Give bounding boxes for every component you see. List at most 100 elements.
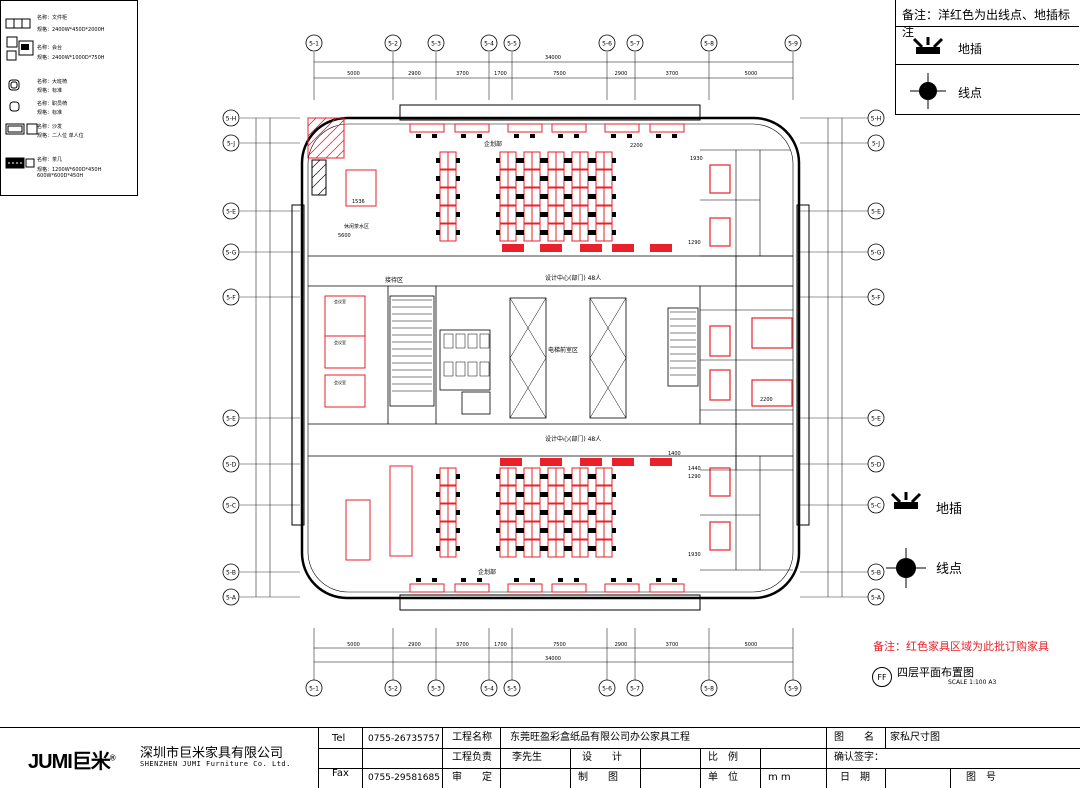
row-bubble-8-left: 5-B: [222, 563, 240, 581]
dim-top-3-b: 1700: [494, 642, 507, 648]
project-name-label: 工程名称: [452, 732, 492, 743]
sofa-icon: [5, 121, 39, 135]
grid-label: 5-6: [602, 686, 612, 693]
grid-label: 5-5: [507, 41, 517, 48]
room-label-meeting-1: 会议室: [334, 298, 346, 304]
grid-bubble-5-6-top: 5-6: [598, 34, 616, 52]
grid-label: 5-6: [602, 41, 612, 48]
grid-label: 5-5: [507, 686, 517, 693]
row-label: 5-C: [871, 503, 881, 510]
room-label-reception: 接待区: [385, 276, 403, 284]
hatched-area: [307, 117, 345, 196]
dim-total: 34000: [545, 55, 561, 61]
window-desks: [409, 123, 685, 593]
grid-bubble-5-1-top: 5-1: [305, 34, 323, 52]
design-label: 设 计: [582, 752, 622, 763]
row-bubble-7-right: 5-C: [867, 496, 885, 514]
note-row-floor-socket: 地插: [896, 26, 1079, 65]
grid-bubble-5-8-top: 5-8: [700, 34, 718, 52]
cable-point-label: 线点: [958, 86, 983, 100]
row-bubble-2-right: 5-E: [867, 202, 885, 220]
dim-top-2-b: 3700: [456, 642, 469, 648]
row-label: 5-E: [871, 209, 881, 216]
dim-top-5-b: 2900: [615, 642, 628, 648]
company-name-en: SHENZHEN JUMI Furniture Co. Ltd.: [140, 760, 291, 768]
dim-top-4: 7500: [553, 71, 566, 77]
workstation-group-bottom-1: [436, 467, 460, 558]
workstation-group-top-2: [496, 151, 616, 242]
dim-inner-1: 2200: [630, 143, 643, 149]
note-title: 备注：洋红色为出线点、地插标注: [902, 8, 1071, 39]
confirm-label: 确认签字：: [834, 752, 884, 763]
room-label-planning-bottom: 企划部: [478, 568, 496, 576]
grid-bubble-5-9-top: 5-9: [784, 34, 802, 52]
grid-bubble-5-8-bottom: 5-8: [700, 679, 718, 697]
row-bubble-8-right: 5-B: [867, 563, 885, 581]
dim-inner-9: 5600: [338, 233, 351, 239]
row-label: 5-B: [226, 570, 236, 577]
grid-bubble-5-7-top: 5-7: [626, 34, 644, 52]
red-storage-blocks: [500, 244, 672, 466]
plan-scale: SCALE 1:100 A3: [948, 679, 997, 686]
grid-bubble-5-6-bottom: 5-6: [598, 679, 616, 697]
legend-spec-1: 规格：2400W*450D*2000H: [37, 27, 105, 33]
grid-label: 5-7: [630, 41, 640, 48]
row-label: 5-H: [226, 116, 237, 123]
legend-spec-3: 规格：标准: [37, 88, 63, 94]
row-bubble-6-left: 5-D: [222, 455, 240, 473]
row-label: 5-D: [226, 462, 237, 469]
row-bubble-3-left: 5-G: [222, 243, 240, 261]
row-label: 5-G: [871, 250, 882, 257]
drawing-name-value: 家私尺寸图: [890, 732, 940, 743]
dim-top-2: 3700: [456, 71, 469, 77]
row-label: 5-B: [871, 570, 881, 577]
drawing-name-label: 图 名: [834, 732, 874, 743]
unit-label: 单 位: [708, 772, 738, 783]
building-outline: [291, 104, 810, 611]
dim-top-6: 3700: [666, 71, 679, 77]
grid-bubble-5-3-bottom: 5-3: [427, 679, 445, 697]
grid-label: 5-9: [788, 41, 798, 48]
row-label: 5-C: [226, 503, 236, 510]
room-label-meeting-2: 会议室: [334, 339, 346, 345]
dim-top-0-b: 5000: [347, 642, 360, 648]
row-bubble-4-right: 5-F: [867, 288, 885, 306]
row-bubble-4-left: 5-F: [222, 288, 240, 306]
grid-bubble-5-4-top: 5-4: [480, 34, 498, 52]
company-name-cn: 深圳市巨米家具有限公司: [140, 746, 284, 761]
row-bubble-9-right: 5-A: [867, 588, 885, 606]
grid-label: 5-1: [309, 41, 319, 48]
row-bubble-1-right: 5-J: [867, 134, 885, 152]
floor-socket-icon: [910, 35, 946, 61]
grid-label: 5-7: [630, 686, 640, 693]
room-label-elevator-hall: 电梯前室区: [548, 346, 578, 354]
room-label-design-bottom: 设计中心(部门) 48人: [545, 435, 601, 443]
row-label: 5-F: [871, 295, 881, 302]
meeting-table-icon: [5, 35, 34, 63]
grid-label: 5-4: [484, 41, 494, 48]
row-label: 5-G: [226, 250, 237, 257]
legend-name-5: 名称：沙发: [37, 124, 63, 130]
drawing-no-label: 图 号: [966, 772, 996, 783]
grid-bubble-5-9-bottom: 5-9: [784, 679, 802, 697]
grid-label: 5-9: [788, 686, 798, 693]
row-bubble-3-right: 5-G: [867, 243, 885, 261]
approve-label: 审 定: [452, 772, 492, 783]
logo-text: JUMI巨米: [28, 751, 111, 773]
red-furniture-note: 备注：红色家具区域为此批订购家具: [873, 640, 1049, 653]
dim-top-7-b: 5000: [745, 642, 758, 648]
workstation-group-top-1: [436, 151, 460, 242]
row-bubble-6-right: 5-D: [867, 455, 885, 473]
plan-ff-marker: FF: [872, 667, 892, 687]
grid-label: 5-8: [704, 41, 714, 48]
grid-bubble-5-4-bottom: 5-4: [480, 679, 498, 697]
scale-label: 比 例: [708, 752, 738, 763]
right-floor-socket-label: 地插: [936, 502, 963, 517]
dim-top-1: 2900: [408, 71, 421, 77]
row-bubble-5-left: 5-E: [222, 409, 240, 427]
dim-top-6-b: 3700: [666, 642, 679, 648]
grid-bubble-5-5-top: 5-5: [503, 34, 521, 52]
dim-inner-7: 1930: [688, 552, 701, 558]
room-label-tea-area: 休闲茶水区: [344, 223, 369, 230]
row-label: 5-J: [227, 141, 235, 148]
